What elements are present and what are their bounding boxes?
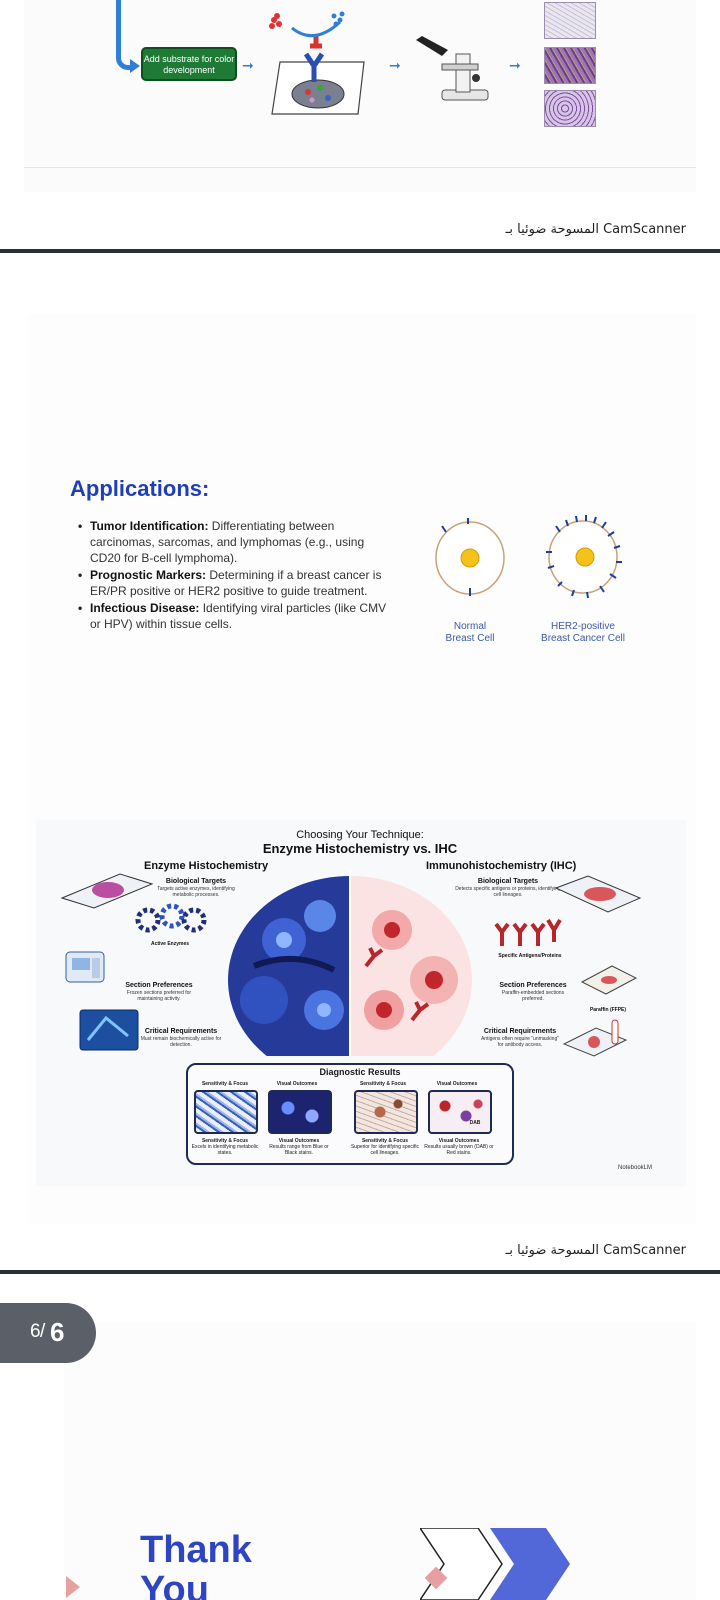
normal-cell-illustration: [435, 518, 505, 596]
triangle-marker-icon: [66, 1576, 80, 1598]
scan-footer: المسوحة ضوئيا بـ CamScanner: [505, 222, 686, 237]
gears-icon: [135, 903, 207, 933]
antigens-label: Specific Antigens/Proteins: [498, 953, 562, 959]
result-image: [194, 1090, 258, 1134]
scan-footer: المسوحة ضوئيا بـ CamScanner: [505, 1243, 686, 1258]
results-column-label: Sensitivity & Focus: [359, 1081, 407, 1087]
diagnostic-results-title: Diagnostic Results: [319, 1067, 401, 1077]
ffpe-label: Paraffin (FFPE): [589, 1007, 627, 1013]
cryostat-icon: [65, 951, 105, 983]
antibody-tissue-illustration: [269, 11, 365, 115]
page-indicator: 6 / 6: [0, 1303, 96, 1363]
micrograph-image: [544, 47, 596, 84]
tissue-slide-icon: [554, 875, 642, 913]
current-page: 6: [30, 1321, 41, 1342]
tissue-slide-icon: [60, 873, 154, 909]
chevron-decoration-icon: [420, 1528, 570, 1600]
enzyme-heading: Enzyme Histochemistry: [144, 860, 269, 872]
infographic-title: Enzyme Histochemistry vs. IHC: [262, 841, 458, 856]
total-pages: 6: [50, 1317, 65, 1347]
list-item: Infectious Disease: Identifying viral pa…: [78, 600, 398, 632]
microscope-icon: [416, 36, 489, 101]
page-separator: [0, 249, 720, 253]
list-item: Tumor Identification: Differentiating be…: [78, 518, 398, 566]
result-image: [268, 1090, 332, 1134]
results-column-label: Visual Outcomes: [436, 1081, 478, 1087]
flow-connector: [116, 0, 130, 70]
her2-cell-illustration: [546, 515, 622, 599]
infographic-subtitle: Choosing Your Technique:: [296, 829, 424, 841]
micrograph-image: [544, 2, 596, 39]
paraffin-block-icon: [580, 965, 638, 995]
arrow-right-icon: ➞: [389, 57, 401, 73]
scan-page-1: Add substrate for color development ➞ ➞ …: [0, 0, 720, 246]
list-item: Prognostic Markers: Determining if a bre…: [78, 567, 398, 599]
result-image: [428, 1090, 492, 1134]
applications-list: Tumor Identification: Differentiating be…: [78, 518, 398, 633]
micrograph-image: [544, 90, 596, 127]
page-separator: [0, 1270, 720, 1274]
ihc-heading: Immunohistochemistry (IHC): [426, 860, 577, 872]
active-enzymes-label: Active Enzymes: [150, 941, 190, 947]
enzyme-vs-ihc-circle: [228, 870, 472, 1056]
applications-heading: Applications:: [70, 476, 210, 501]
results-column-label: Sensitivity & Focus: [201, 1081, 249, 1087]
frozen-section-icon: [79, 1009, 139, 1051]
flow-step-box: Add substrate for color development: [141, 47, 237, 81]
brand-watermark: NotebookLM: [618, 1165, 653, 1171]
page-separator-glyph: /: [40, 1321, 46, 1342]
results-column-label: Visual Outcomes: [276, 1081, 318, 1087]
flow-arrow-icon: [130, 59, 140, 73]
antigen-retrieval-icon: [562, 1019, 628, 1057]
dab-label: DAB: [469, 1120, 481, 1126]
arrow-right-icon: ➞: [509, 57, 521, 73]
slide-sheet: [64, 1323, 696, 1600]
arrow-right-icon: ➞: [242, 57, 254, 73]
antibodies-icon: [494, 918, 562, 946]
result-image: [354, 1090, 418, 1134]
